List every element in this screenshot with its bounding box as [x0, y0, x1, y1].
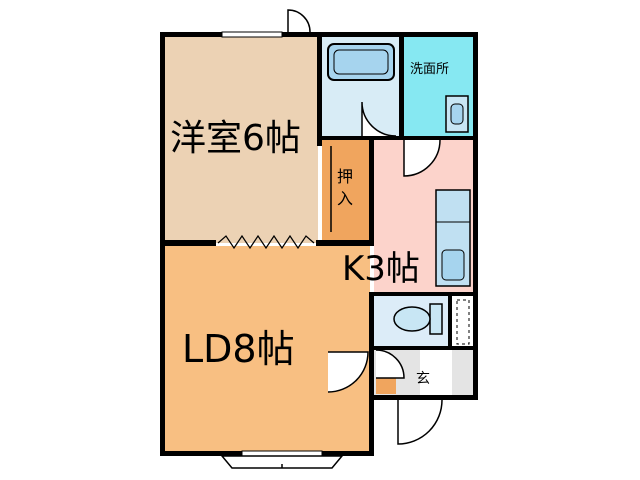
fixtures — [327, 43, 471, 345]
sliding-door-zigzag — [217, 234, 315, 250]
storage-floor — [452, 296, 474, 348]
door-ld — [327, 351, 369, 393]
wall-ld-right — [369, 292, 374, 456]
door-washroom — [403, 139, 441, 177]
closet-label-top: 押 — [337, 167, 353, 186]
kitchen-sink — [441, 249, 465, 281]
entrance-step — [420, 350, 452, 396]
wall-ld-top-right — [316, 240, 374, 246]
door-toilet — [375, 349, 405, 379]
wall-right — [473, 32, 478, 400]
toilet-tank — [429, 303, 443, 335]
door-bath — [361, 101, 397, 137]
washbasin-bowl — [450, 103, 464, 125]
wall-toilet-top — [369, 292, 478, 296]
bathtub-inner — [333, 49, 389, 75]
living-dining-floor — [164, 246, 370, 452]
bay-window — [220, 455, 344, 469]
wall-entrance-bottom — [369, 395, 478, 400]
wall-bath-bottom — [317, 136, 477, 140]
door-top-exterior — [287, 9, 311, 33]
closet-floor — [322, 140, 370, 242]
western-room-label: 洋室6帖 — [170, 118, 301, 159]
closet-label-bottom: 入 — [337, 189, 353, 208]
door-entrance — [397, 399, 443, 445]
washroom-label: 洗面所 — [410, 62, 449, 77]
window-top — [221, 31, 283, 38]
wall-toilet-bottom — [369, 346, 478, 350]
wall-closet-right — [369, 136, 374, 246]
wall-ld-top-left — [160, 240, 216, 246]
wall-storage-left — [448, 292, 452, 350]
doors — [217, 9, 443, 445]
wall-bath-right — [399, 32, 404, 140]
western-room-floor — [164, 36, 318, 243]
ld-label: LD8帖 — [182, 327, 295, 371]
kitchen-label: K3帖 — [342, 249, 420, 289]
walls — [160, 32, 478, 456]
wall-western-right — [317, 32, 322, 146]
toilet-bowl — [393, 306, 431, 332]
storage-shelf — [456, 299, 470, 345]
entrance-label: 玄 — [416, 370, 430, 387]
